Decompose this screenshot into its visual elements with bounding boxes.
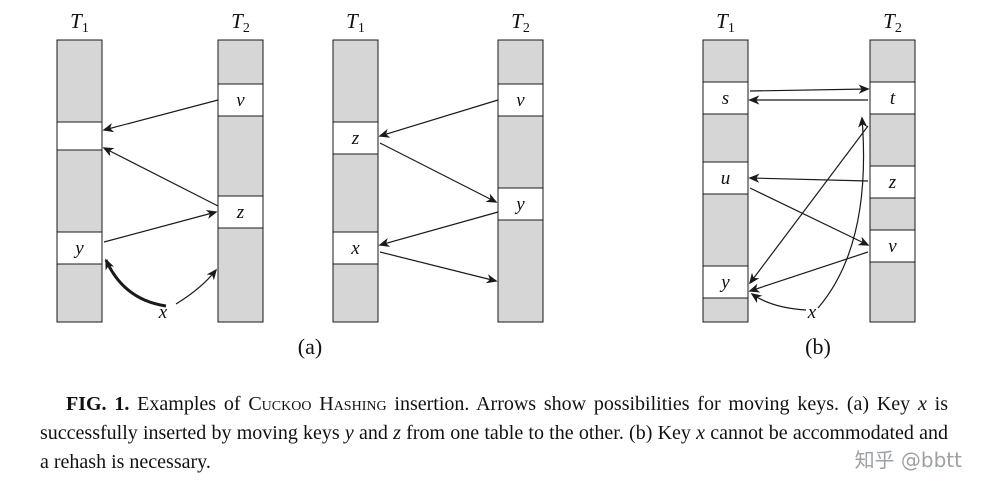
arrow-a2-v-to-z [378, 99, 499, 138]
cell-key-u: u [721, 168, 731, 189]
table-cell-v [217, 83, 264, 117]
table-cell [702, 113, 749, 163]
hash-table-b-t2: T2 t z v [869, 9, 916, 323]
table-cell [869, 261, 916, 323]
arrow-a-z-to-t1 [102, 147, 219, 207]
caption-segment: x [696, 422, 705, 444]
table-cell-y [702, 265, 749, 299]
caption-segment: cannot be accommodated and a rehash is n… [40, 422, 948, 473]
arrow-a-v-to-t1 [102, 99, 219, 133]
table-cell [332, 39, 379, 123]
table-cell-y [56, 231, 103, 265]
caption-segment: y [344, 422, 354, 444]
table-cell [869, 197, 916, 231]
caption-segment: from one table to the other. (b) Key [400, 422, 697, 444]
cell-key-y: y [514, 194, 525, 215]
arrow-a-y-to-z [103, 209, 218, 243]
table-cell [56, 149, 103, 233]
table-cell [332, 153, 379, 233]
hash-table-a-right-t2: T2 v y [497, 9, 544, 323]
arrow-b-x-to-t [817, 116, 868, 309]
arrow-b-x-to-y [750, 293, 807, 311]
table-cell [56, 39, 103, 123]
table-cell [497, 219, 544, 323]
hash-table-a-right-t1: T1 z x [332, 9, 379, 323]
panel-label-b: (b) [805, 334, 831, 359]
cell-key-v: v [236, 90, 245, 111]
cell-key-x: x [350, 238, 360, 259]
table-cell [497, 39, 544, 85]
table-cell [702, 39, 749, 83]
caption-segment: is successfully inserted by moving keys [40, 393, 949, 444]
arrow-a-x-to-t2 [175, 268, 218, 305]
table-cell [332, 263, 379, 323]
arrow-b-z-to-u [748, 173, 869, 183]
cell-key-v: v [888, 236, 897, 257]
arrow-b-v-to-y [748, 251, 869, 293]
arrow-a-x-to-y [104, 258, 167, 308]
cell-key-s: s [722, 88, 729, 109]
cell-key-y: y [719, 272, 730, 293]
caption-segment: x [917, 393, 927, 415]
table-cell-z [869, 165, 916, 199]
cell-key-z: z [236, 202, 245, 223]
table-cell-z [332, 121, 379, 155]
arrow-b-u-to-v [749, 187, 870, 246]
cell-key-t: t [890, 88, 896, 109]
table-cell [217, 39, 264, 85]
table-cell [56, 121, 103, 151]
arrow-b-t-to-y [749, 125, 869, 285]
table-cell [702, 193, 749, 267]
table-cell [217, 227, 264, 323]
panel-label-a: (a) [298, 334, 322, 359]
pending-key-label: x [807, 302, 817, 323]
table-cell [869, 113, 916, 167]
hash-table-b-t1: T1 s u y [702, 9, 749, 323]
cuckoo-hashing-diagram: T1 y T2 v z T1 z x T2 v y T1 s u y T2 t z v x x (a) (b) [56, 9, 916, 359]
table-cell-t [869, 81, 916, 115]
figure-caption: FIG. 1. Examples of Cuckoo Hashing inser… [40, 390, 948, 477]
table-label-a-left-t2: T2 [231, 9, 250, 36]
cell-key-z: z [888, 172, 897, 193]
arrow-b-s-to-t [749, 84, 870, 94]
table-label-a-left-t1: T1 [70, 9, 89, 36]
caption-segment: z [393, 422, 401, 444]
cell-key-y: y [73, 238, 84, 259]
caption-segment: Cuckoo Hashing [248, 393, 387, 415]
table-cell [497, 115, 544, 189]
caption-segment: and [353, 422, 394, 444]
table-label-b-t1: T1 [716, 9, 735, 36]
table-cell [702, 297, 749, 323]
caption-segment: Examples of [129, 393, 249, 415]
caption-segment: FIG. 1. [66, 393, 130, 415]
table-cell-s [702, 81, 749, 115]
table-label-a-right-t2: T2 [511, 9, 530, 36]
table-label-b-t2: T2 [883, 9, 902, 36]
hash-table-a-left-t1: T1 y [56, 9, 103, 323]
cell-key-z: z [351, 128, 360, 149]
table-label-a-right-t1: T1 [346, 9, 365, 36]
arrow-a2-y-to-x [378, 211, 499, 247]
table-cell [869, 39, 916, 83]
pending-key-label: x [158, 302, 168, 323]
table-cell [217, 115, 264, 197]
caption-segment: insertion. Arrows show possibilities for… [386, 393, 918, 415]
watermark: 知乎 @bbtt [854, 448, 962, 472]
hash-table-a-left-t2: T2 v z [217, 9, 264, 323]
table-cell [56, 263, 103, 323]
arrow-a2-x-to-t2 [379, 251, 498, 284]
arrow-a2-z-to-y [379, 142, 498, 203]
cell-key-v: v [516, 90, 525, 111]
